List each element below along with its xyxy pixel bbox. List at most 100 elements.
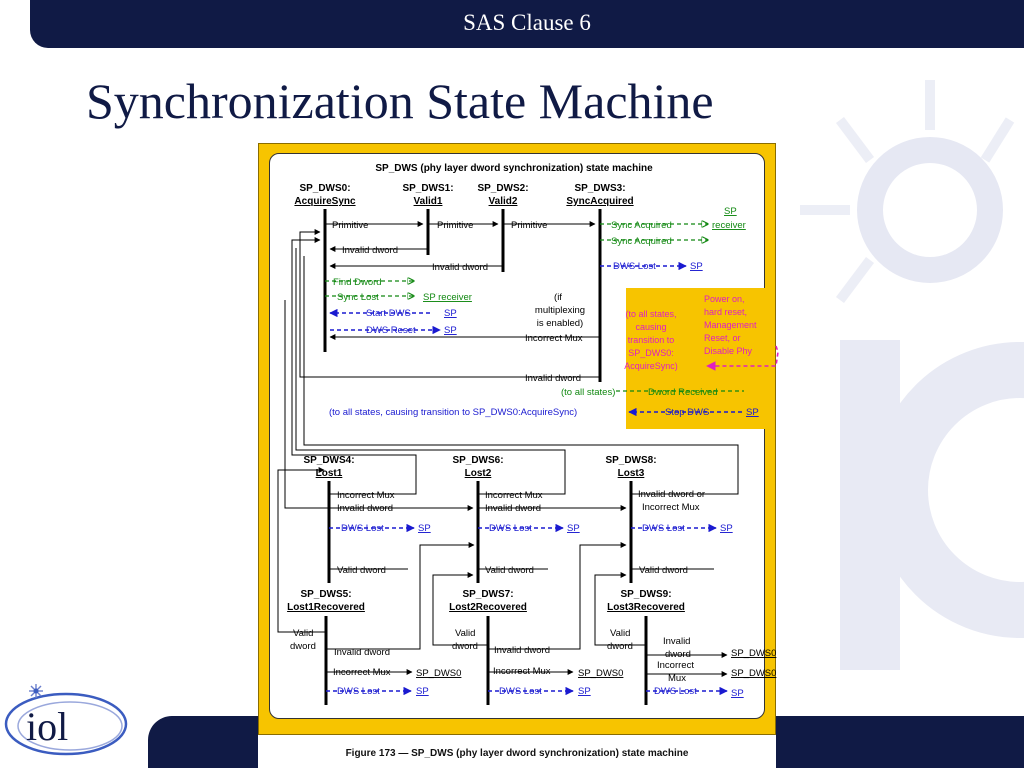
target-sp-receiver-sp: SP bbox=[724, 206, 737, 217]
msg-dword-received: Dword Received bbox=[648, 387, 718, 398]
state-sp-dws5-name: Lost1Recovered bbox=[287, 602, 365, 613]
power-on-box bbox=[626, 288, 767, 429]
header-bar: SAS Clause 6 bbox=[30, 0, 1024, 48]
target-sp-stop: SP bbox=[746, 407, 759, 418]
edge-incorrect-s9: Incorrect bbox=[657, 660, 694, 671]
edge-incorrect-mux-s4: Incorrect Mux bbox=[337, 490, 395, 501]
note-if: (if bbox=[554, 292, 562, 303]
state-sp-dws8-name: Lost3 bbox=[618, 468, 645, 479]
edge-incorrect-mux-s3: Incorrect Mux bbox=[525, 333, 583, 344]
target-sp-receiver-label: receiver bbox=[712, 220, 746, 231]
note-to-all-states-1: (to all states, bbox=[625, 309, 676, 319]
edge-invalid-dword-s7: Invalid dword bbox=[494, 645, 550, 656]
msg-dws-lost-s7: DWS Lost bbox=[499, 686, 542, 697]
edge-incorrect-mux-s6: Incorrect Mux bbox=[485, 490, 543, 501]
target-sp-dws0-s9b: SP_DWS0 bbox=[731, 668, 776, 679]
target-sp-s8: SP bbox=[720, 523, 733, 534]
note-is-enabled: is enabled) bbox=[537, 318, 583, 329]
msg-sync-acquired-2: Sync Acquired bbox=[611, 236, 672, 247]
note-to-all-states-long: (to all states, causing transition to SP… bbox=[329, 407, 577, 418]
edge-invalid-dword-s5: Invalid dword bbox=[334, 647, 390, 658]
target-sp-dws0-s7: SP_DWS0 bbox=[578, 668, 623, 679]
note-to-all-states-3: transition to bbox=[628, 335, 675, 345]
edge-dword-s9: dword bbox=[607, 641, 633, 652]
figure-caption: Figure 173 — SP_DWS (phy layer dword syn… bbox=[345, 748, 689, 759]
state-sp-dws0-name: AcquireSync bbox=[294, 196, 356, 207]
edge-invalid-dword-1: Invalid dword bbox=[342, 245, 398, 256]
state-sp-dws4-id: SP_DWS4: bbox=[303, 455, 354, 466]
edge-valid-s7: Valid bbox=[455, 628, 475, 639]
msg-find-dword: Find Dword bbox=[333, 277, 382, 288]
logo-text: iol bbox=[26, 704, 68, 749]
iol-logo: iol bbox=[4, 684, 128, 756]
state-sp-dws4-name: Lost1 bbox=[316, 468, 343, 479]
edge-primitive-1: Primitive bbox=[332, 220, 368, 231]
target-sp-receiver-2: SP receiver bbox=[423, 292, 472, 303]
state-sp-dws6-id: SP_DWS6: bbox=[452, 455, 503, 466]
note-power-4: Reset, or bbox=[704, 333, 741, 343]
edge-invalid-s9: Invalid bbox=[663, 636, 690, 647]
edge-valid-s9: Valid bbox=[610, 628, 630, 639]
msg-dws-lost-s8: DWS Lost bbox=[642, 523, 685, 534]
msg-dws-lost-s5: DWS Lost bbox=[337, 686, 380, 697]
edge-primitive-2: Primitive bbox=[437, 220, 473, 231]
edge-invalid-dword-s3: Invalid dword bbox=[525, 373, 581, 384]
edge-incorrect-mux-s8: Incorrect Mux bbox=[642, 502, 700, 513]
note-power-3: Management bbox=[704, 320, 757, 330]
edge-mux-s9: Mux bbox=[668, 673, 686, 684]
state-sp-dws3-name: SyncAcquired bbox=[566, 196, 633, 207]
state-sp-dws1-id: SP_DWS1: bbox=[402, 183, 453, 194]
msg-sync-lost: Sync Lost bbox=[337, 292, 379, 303]
slide-title: Synchronization State Machine bbox=[86, 73, 714, 129]
state-sp-dws1-name: Valid1 bbox=[414, 196, 443, 207]
edge-valid-dword-s6: Valid dword bbox=[485, 565, 534, 576]
note-power-1: Power on, bbox=[704, 294, 745, 304]
caption-strip bbox=[258, 735, 776, 768]
edge-incorrect-mux-s5: Incorrect Mux bbox=[333, 667, 391, 678]
diagram-frame bbox=[269, 153, 765, 719]
msg-dws-lost-s9: DWS Lost bbox=[654, 686, 697, 697]
edge-dword-s5: dword bbox=[290, 641, 316, 652]
edge-invalid-dword-2: Invalid dword bbox=[432, 262, 488, 273]
state-sp-dws8-id: SP_DWS8: bbox=[605, 455, 656, 466]
target-sp-dws0-s5: SP_DWS0 bbox=[416, 668, 461, 679]
msg-dws-lost-s6: DWS Lost bbox=[489, 523, 532, 534]
target-sp-start: SP bbox=[444, 308, 457, 319]
msg-dws-lost-s3: DWS Lost bbox=[613, 261, 656, 272]
target-sp-s6: SP bbox=[567, 523, 580, 534]
edge-valid-dword-s4: Valid dword bbox=[337, 565, 386, 576]
note-power-5: Disable Phy bbox=[704, 346, 753, 356]
edge-dword-s7: dword bbox=[452, 641, 478, 652]
note-power-2: hard reset, bbox=[704, 307, 747, 317]
target-sp-dws0-s9a: SP_DWS0 bbox=[731, 648, 776, 659]
state-sp-dws7-id: SP_DWS7: bbox=[462, 589, 513, 600]
msg-start-dws: Start DWS bbox=[366, 308, 411, 319]
target-sp-s7: SP bbox=[578, 686, 591, 697]
diagram-heading: SP_DWS (phy layer dword synchronization)… bbox=[375, 163, 653, 174]
watermark-logo bbox=[800, 80, 1024, 670]
note-multiplexing: multiplexing bbox=[535, 305, 585, 316]
edge-valid-dword-s8: Valid dword bbox=[639, 565, 688, 576]
target-sp-s9: SP bbox=[731, 688, 744, 699]
state-sp-dws0-id: SP_DWS0: bbox=[299, 183, 350, 194]
state-sp-dws6-name: Lost2 bbox=[465, 468, 492, 479]
edge-dword-s9-out: dword bbox=[665, 649, 691, 660]
target-sp-s4: SP bbox=[418, 523, 431, 534]
edge-primitive-3: Primitive bbox=[511, 220, 547, 231]
state-sp-dws9-name: Lost3Recovered bbox=[607, 602, 685, 613]
figure-panel bbox=[258, 143, 776, 735]
edge-valid-s5: Valid bbox=[293, 628, 313, 639]
edge-invalid-dword-s6: Invalid dword bbox=[485, 503, 541, 514]
msg-stop-dws: Stop DWS bbox=[665, 407, 709, 418]
state-sp-dws9-id: SP_DWS9: bbox=[620, 589, 671, 600]
target-sp-reset: SP bbox=[444, 325, 457, 336]
target-sp-s3: SP bbox=[690, 261, 703, 272]
edge-incorrect-mux-s7: Incorrect Mux bbox=[493, 666, 551, 677]
note-to-all-states-4: SP_DWS0: bbox=[628, 348, 674, 358]
edge-invalid-dword-s4: Invalid dword bbox=[337, 503, 393, 514]
edge-invalid-dword-or-s8: Invalid dword or bbox=[638, 489, 705, 500]
target-sp-s5: SP bbox=[416, 686, 429, 697]
msg-dws-lost-s4: DWS Lost bbox=[341, 523, 384, 534]
state-sp-dws7-name: Lost2Recovered bbox=[449, 602, 527, 613]
